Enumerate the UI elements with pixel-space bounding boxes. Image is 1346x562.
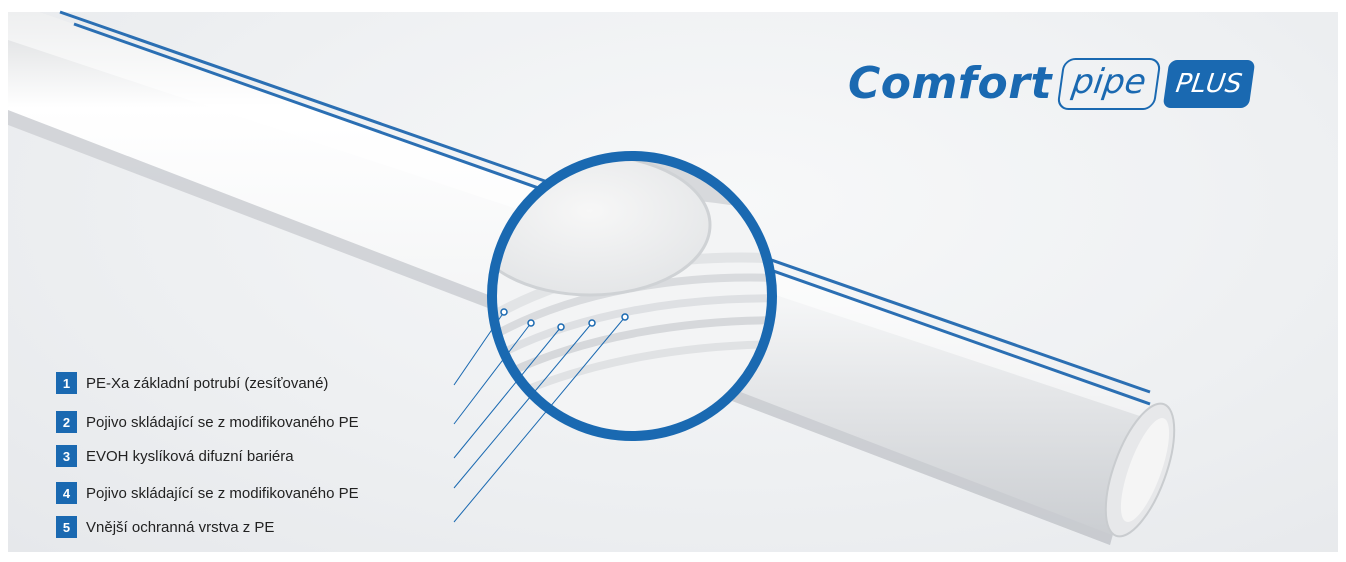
logo-word-plus: PLUS [1162, 60, 1254, 108]
leader-dot-1 [501, 309, 507, 315]
legend-item-1: 1 PE-Xa základní potrubí (zesíťované) [56, 372, 328, 394]
legend-item-2: 2 Pojivo skládající se z modifikovaného … [56, 411, 359, 433]
legend-item-4: 4 Pojivo skládající se z modifikovaného … [56, 482, 359, 504]
legend-label: EVOH kyslíková difuzní bariéra [86, 448, 294, 465]
legend-label: Vnější ochranná vrstva z PE [86, 519, 274, 536]
brand-logo: Comfort pipe PLUS [848, 54, 1251, 114]
legend-number-badge: 5 [56, 516, 77, 538]
legend-number-badge: 4 [56, 482, 77, 504]
leader-dot-3 [558, 324, 564, 330]
legend-item-3: 3 EVOH kyslíková difuzní bariéra [56, 445, 294, 467]
leader-dot-2 [528, 320, 534, 326]
legend-number-badge: 1 [56, 372, 77, 394]
legend-item-5: 5 Vnější ochranná vrstva z PE [56, 516, 274, 538]
legend-number-badge: 3 [56, 445, 77, 467]
leader-dot-5 [622, 314, 628, 320]
legend-number-badge: 2 [56, 411, 77, 433]
logo-word-comfort: Comfort [848, 62, 1052, 106]
legend-label: PE-Xa základní potrubí (zesíťované) [86, 375, 328, 392]
legend-label: Pojivo skládající se z modifikovaného PE [86, 485, 359, 502]
legend-label: Pojivo skládající se z modifikovaného PE [86, 414, 359, 431]
logo-word-pipe: pipe [1056, 58, 1161, 110]
leader-dot-4 [589, 320, 595, 326]
